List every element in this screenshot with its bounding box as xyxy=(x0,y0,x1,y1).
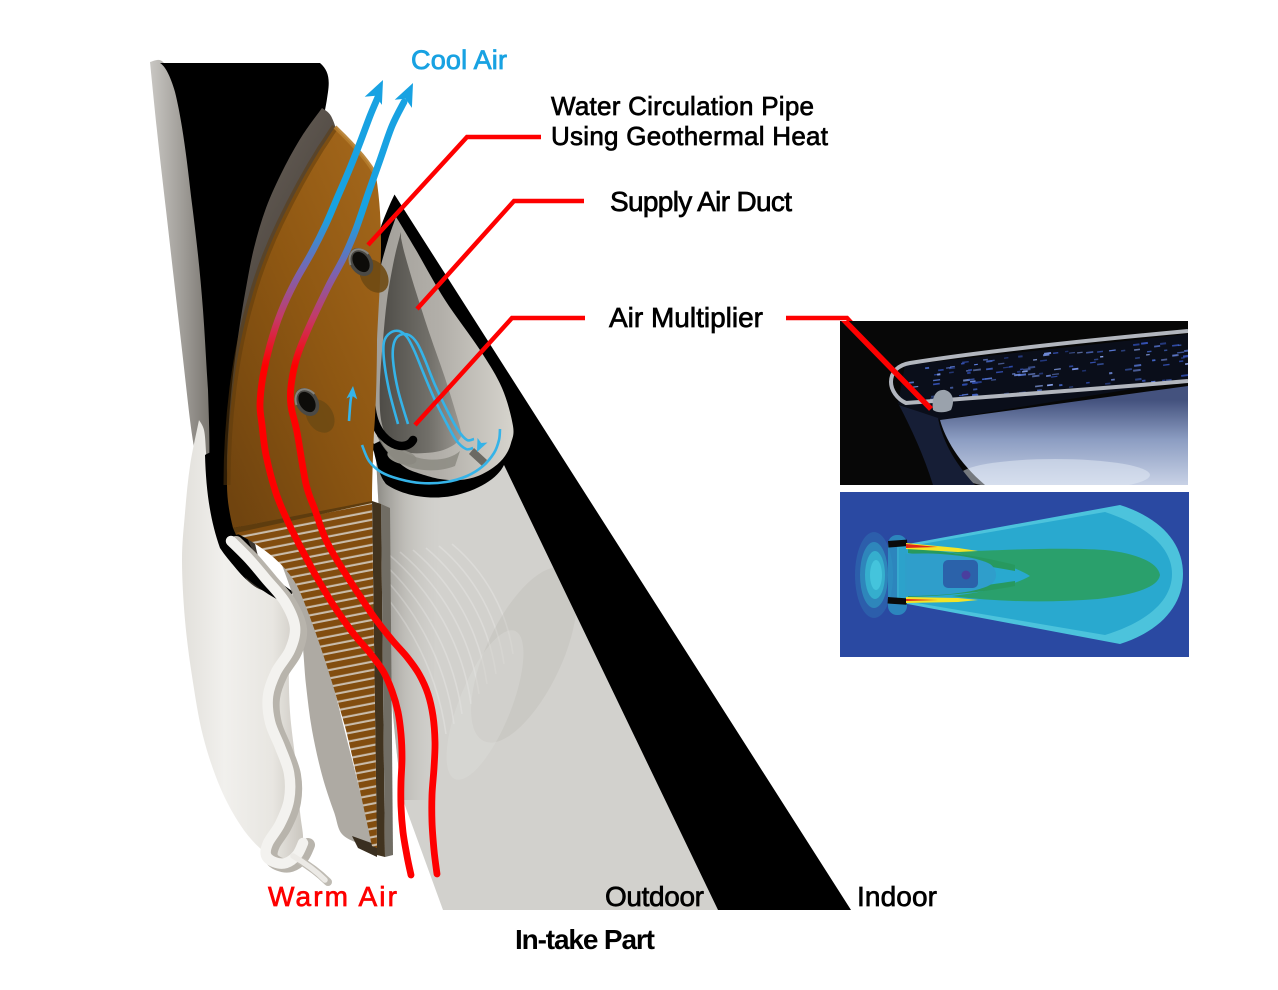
svg-text:In-take Part: In-take Part xyxy=(515,924,655,955)
svg-text:Using Geothermal Heat: Using Geothermal Heat xyxy=(551,121,829,151)
svg-text:Indoor: Indoor xyxy=(857,881,937,912)
svg-text:Outdoor: Outdoor xyxy=(605,881,704,912)
svg-text:Water Circulation Pipe: Water Circulation Pipe xyxy=(551,91,814,121)
svg-text:Supply Air Duct: Supply Air Duct xyxy=(610,186,792,217)
svg-text:Warm Air: Warm Air xyxy=(268,881,397,912)
svg-text:Cool Air: Cool Air xyxy=(411,45,507,75)
svg-text:Air Multiplier: Air Multiplier xyxy=(609,302,763,333)
